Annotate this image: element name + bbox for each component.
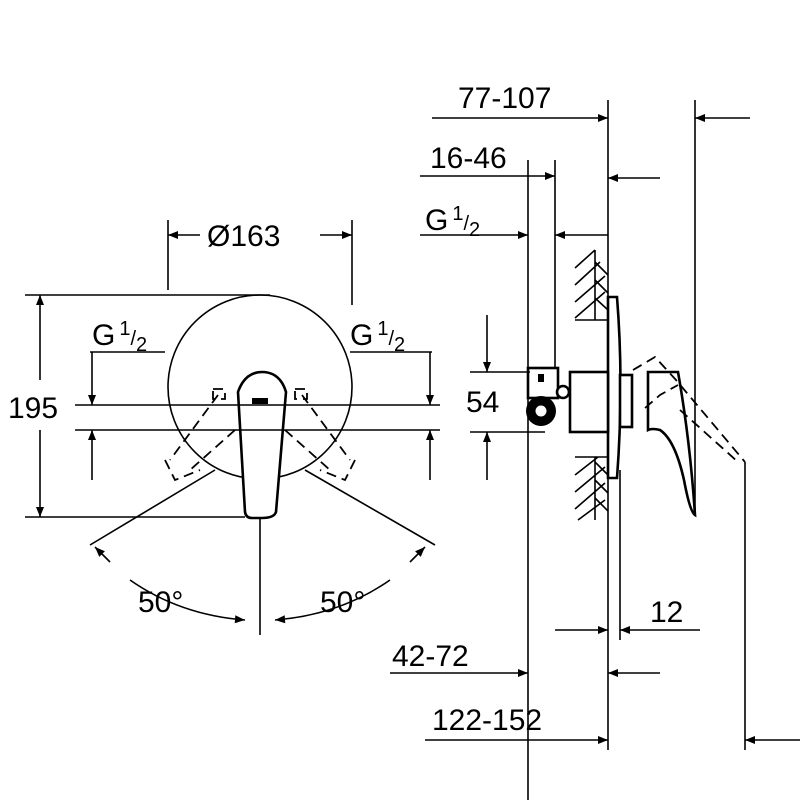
valve-spindle [618, 373, 634, 429]
handle-rotated-right [284, 394, 356, 482]
depth-overall-label: 122-152 [432, 704, 542, 737]
plate-thickness-label: 12 [650, 596, 683, 629]
lever-handle [236, 370, 288, 520]
wall-hatching [574, 249, 609, 521]
lever-logo [252, 398, 268, 404]
left-outlet-marker [212, 388, 226, 400]
right-outlet-marker [294, 388, 308, 400]
pipe-spacing-label: 54 [466, 386, 499, 419]
depth-pipe-label: 42-72 [392, 640, 469, 673]
lever-rotated-dashed [632, 355, 746, 463]
angle-left-label: 50° [138, 586, 183, 619]
angle-right-label: 50° [320, 586, 365, 619]
height-label: 195 [8, 392, 58, 425]
depth-mid-label: 16-46 [430, 142, 507, 175]
cover-plate-side [606, 295, 622, 480]
diameter-label: Ø163 [207, 220, 280, 253]
depth-total-label: 77-107 [458, 82, 551, 115]
valve-body [568, 370, 610, 434]
handle-rotated-left [164, 394, 236, 482]
lever-side [646, 370, 697, 518]
pipe-fitting [526, 366, 560, 400]
